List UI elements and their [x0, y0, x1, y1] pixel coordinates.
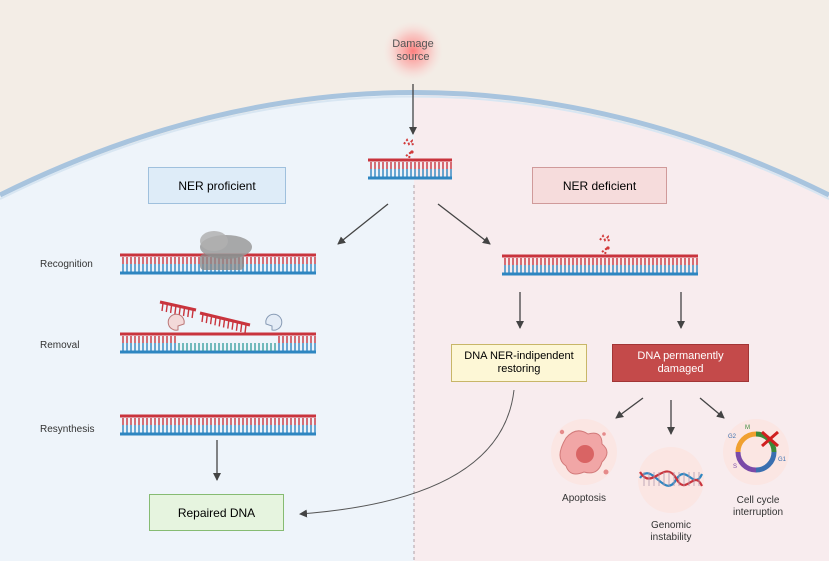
dna-ner-deficient	[502, 254, 698, 276]
step-label-recognition: Recognition	[40, 259, 93, 270]
phase-label-m: M	[745, 425, 750, 431]
ner-proficient-box: NER proficient	[148, 167, 286, 204]
cell-membrane	[0, 90, 829, 198]
arrow-to-apoptosis	[615, 397, 644, 419]
permanently-damaged-label: DNA permanently damaged	[637, 350, 724, 375]
repaired-dna-box: Repaired DNA	[149, 494, 284, 531]
endonuclease-left-icon	[167, 313, 185, 331]
repaired-dna-label: Repaired DNA	[177, 505, 256, 520]
ner-deficient-box: NER deficient	[532, 167, 667, 204]
dna-lesion-central	[403, 138, 414, 160]
ner-independent-restoring-box: DNA NER-indipendent restoring	[451, 344, 587, 382]
phase-label-g1: G1	[778, 457, 787, 463]
ner-deficient-label: NER deficient	[562, 178, 637, 193]
dna-damaged-central	[368, 158, 452, 180]
excised-fragment	[159, 300, 251, 334]
ner-proficient-label: NER proficient	[178, 178, 256, 193]
outcome-label-cell-cycle: Cell cycle interruption	[732, 495, 784, 518]
ner-protein-complex	[200, 231, 252, 270]
arrow-to-proficient	[337, 203, 389, 245]
arrow-restoring-to-repaired	[299, 389, 515, 518]
dna-resynthesis	[120, 414, 316, 436]
endonuclease-right-icon	[265, 313, 283, 331]
cell-cycle-icon	[723, 419, 789, 485]
apoptosis-icon	[551, 419, 617, 485]
damage-source-label: Damage source	[392, 38, 434, 63]
phase-label-g2: G2	[728, 434, 737, 440]
step-label-resynthesis: Resynthesis	[40, 424, 95, 435]
arrow-to-cellcycle	[699, 397, 725, 419]
genomic-instability-icon	[638, 447, 704, 513]
arrow-to-deficient	[437, 203, 491, 245]
cell-left-interior	[0, 92, 414, 561]
dna-removal	[120, 332, 316, 354]
permanently-damaged-box: DNA permanently damaged	[612, 344, 749, 382]
step-label-removal: Removal	[40, 340, 80, 351]
dna-lesion-deficient	[599, 234, 610, 256]
damage-source-glow	[383, 21, 443, 81]
ner-independent-restoring-label: DNA NER-indipendent restoring	[464, 350, 574, 375]
outcome-label-apoptosis: Apoptosis	[562, 493, 606, 504]
outcome-label-genomic-instability: Genomic instability	[650, 520, 692, 543]
phase-label-s: S	[733, 464, 738, 470]
